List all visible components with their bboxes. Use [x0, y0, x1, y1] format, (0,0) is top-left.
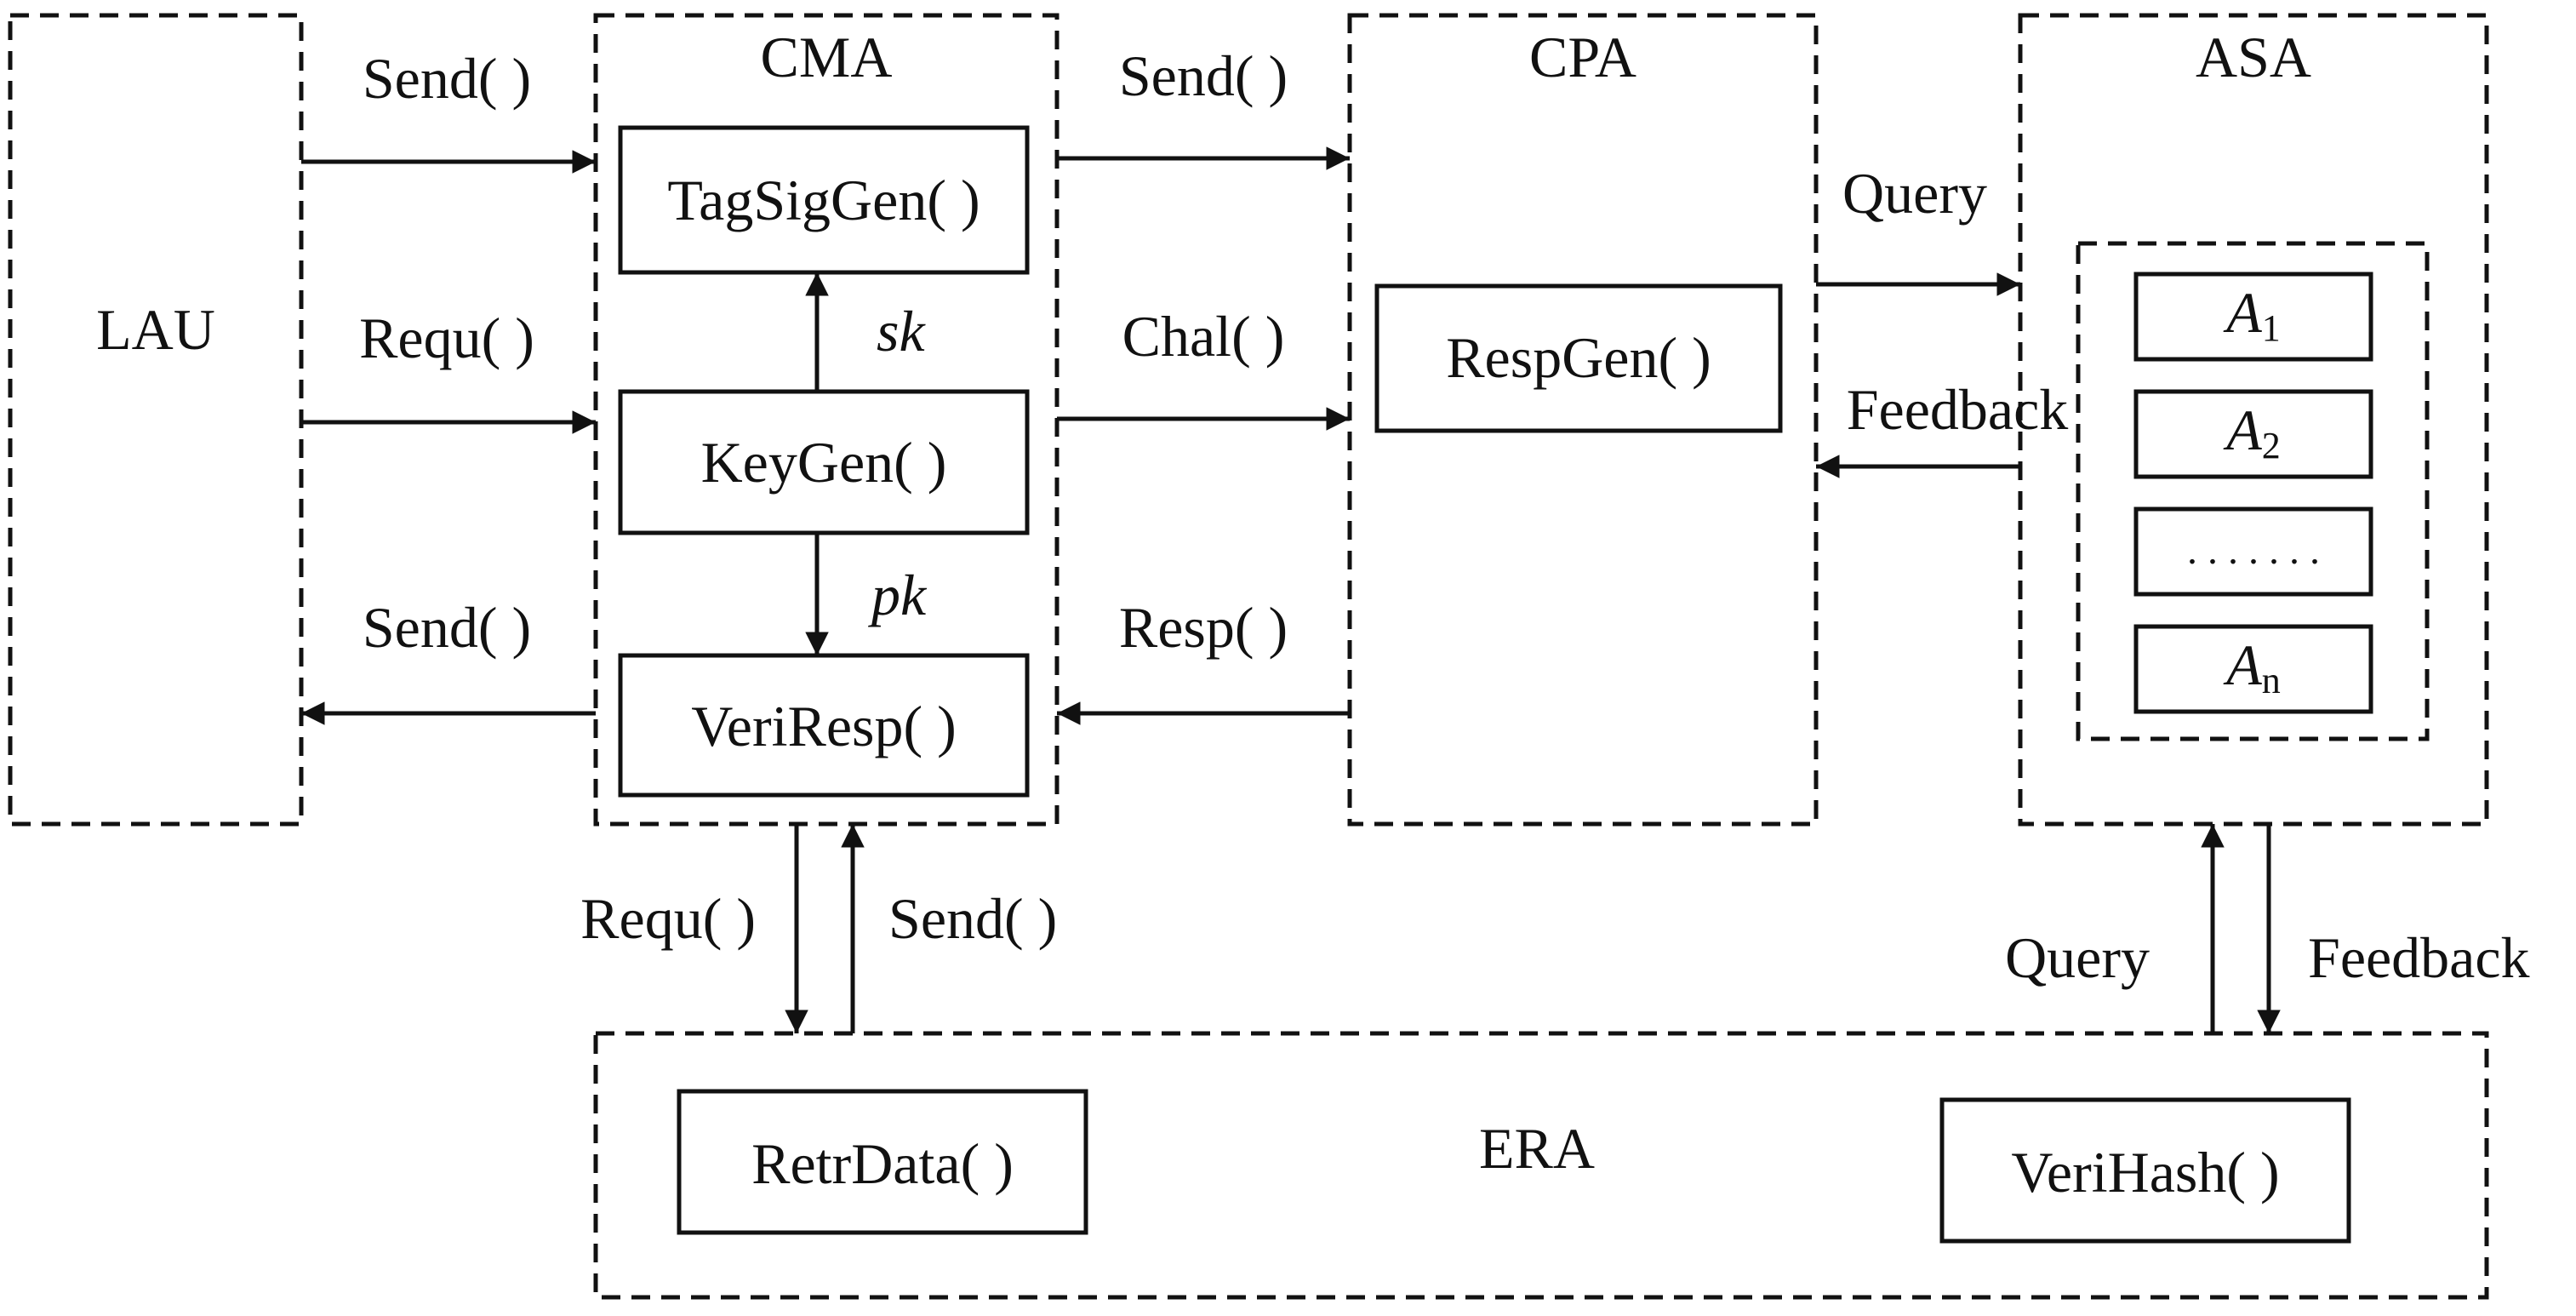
label-pk: pk — [868, 563, 928, 627]
respgen-box: RespGen( ) — [1374, 283, 1783, 433]
label-era-cma-send: Send( ) — [888, 886, 1057, 951]
svg-text:An: An — [2223, 632, 2281, 701]
svg-text:A1: A1 — [2223, 280, 2281, 349]
lau-label: LAU — [96, 297, 215, 362]
label-cma-cpa-send: Send( ) — [1119, 43, 1288, 108]
label-lau-cma-requ: Requ( ) — [359, 306, 534, 370]
keygen-box: KeyGen( ) — [618, 389, 1030, 535]
verihash-label: VeriHash( ) — [2011, 1140, 2279, 1204]
svg-text:A2: A2 — [2223, 398, 2281, 466]
lau-box — [8, 13, 304, 827]
retrdata-label: RetrData( ) — [751, 1131, 1014, 1196]
asa-item-a2: A2 — [2133, 389, 2373, 479]
respgen-label: RespGen( ) — [1446, 325, 1711, 390]
label-asa-cpa-feedback: Feedback — [1847, 377, 2069, 442]
label-lau-cma-send: Send( ) — [363, 46, 531, 111]
asa-box — [2018, 13, 2489, 827]
asa-inner-box — [2076, 241, 2430, 741]
era-label: ERA — [1479, 1116, 1595, 1181]
label-era-asa-query: Query — [2005, 925, 2150, 990]
asa-item-a1: A1 — [2133, 272, 2373, 362]
cma-label: CMA — [761, 25, 893, 89]
label-cma-era-requ: Requ( ) — [580, 886, 756, 951]
tagsiggen-box: TagSigGen( ) — [618, 125, 1030, 275]
veriresp-box: VeriResp( ) — [618, 653, 1030, 798]
label-cma-lau-send: Send( ) — [363, 595, 531, 660]
tagsiggen-label: TagSigGen( ) — [667, 168, 980, 232]
asa-item-ellipsis: . . . . . . . — [2133, 506, 2373, 597]
era-box — [593, 1031, 2489, 1300]
verihash-box: VeriHash( ) — [1939, 1097, 2351, 1244]
svg-text:. . . . . . .: . . . . . . . — [2187, 528, 2320, 573]
asa-label: ASA — [2196, 25, 2311, 89]
label-cpa-cma-resp: Resp( ) — [1119, 595, 1288, 660]
label-cma-cpa-chal: Chal( ) — [1122, 304, 1285, 369]
label-cpa-asa-query: Query — [1842, 161, 1987, 226]
asa-item-an: An — [2133, 624, 2373, 714]
label-sk: sk — [877, 299, 926, 363]
veriresp-label: VeriResp( ) — [691, 694, 957, 758]
keygen-label: KeyGen( ) — [701, 430, 947, 495]
retrdata-box: RetrData( ) — [677, 1089, 1088, 1235]
label-asa-era-feedback: Feedback — [2308, 925, 2530, 990]
cpa-label: CPA — [1529, 25, 1636, 89]
